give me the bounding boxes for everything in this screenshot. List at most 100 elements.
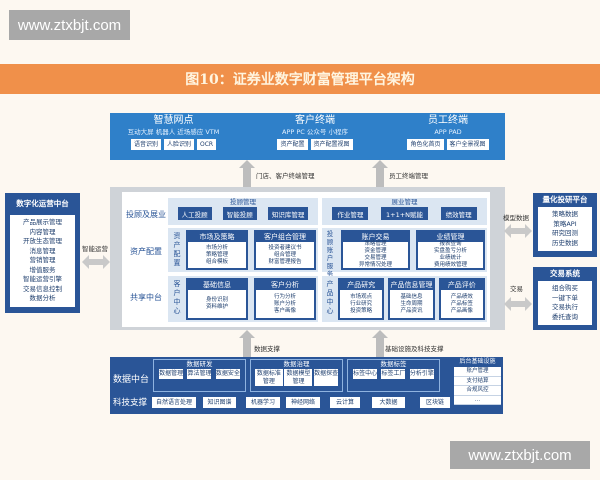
group-item: 数据模型管理 (284, 369, 313, 386)
advisor-management: 投顾管理 人工投顾智能投顾知识库管理 (168, 198, 318, 225)
module-body: 市场分析策略管理组合模板 (188, 242, 246, 268)
module-item: 组合管理 (273, 251, 296, 258)
terminal-feature-list: 角色化首页客户全景视图 (398, 139, 498, 150)
trade-item: 交易执行 (552, 303, 578, 311)
module-item: 业绩统计 (439, 255, 462, 261)
module-box: 基础信息身份识别资料维护 (186, 278, 248, 320)
tech-item: 大数据 (372, 397, 405, 408)
terminal-sub: 互动大屏 机器人 近场感应 VTM (127, 128, 220, 136)
advisor-item: 智能投顾 (222, 207, 257, 220)
module-item: 行为分析 (273, 293, 296, 300)
module-item: 身份识别 (205, 297, 228, 303)
arrow-label: 门店、客户终端管理 (256, 172, 315, 180)
module-item: 产品资讯 (400, 307, 423, 314)
panel-title: 数字化运营中台 (16, 199, 69, 208)
module-group: 市场及策略市场分析策略管理组合模板 客户组合管理投资者建议书组合管理财富管理报告 (186, 230, 316, 270)
tech-item: 知识图谱 (203, 397, 236, 408)
module-item: 费用绩效管理 (433, 262, 467, 268)
vertical-label: 资产配置 (173, 232, 181, 267)
backend-item-list: 账户管理支付结算合规风控... (454, 367, 501, 405)
quant-item: 策略API (553, 219, 577, 228)
double-arrow-icon (504, 297, 532, 311)
module-title: 产品评价 (447, 281, 476, 289)
asset-allocation-panel: 资产配置 市场及策略市场分析策略管理组合模板 客户组合管理投资者建议书组合管理财富… (168, 228, 318, 272)
terminal-employee: 员工终端 APP PAD 角色化首页客户全景视图 (398, 115, 498, 150)
row-label: 科技支撑 (113, 398, 148, 408)
module-box: 产品评价产品绩效产品标签产品画像 (438, 278, 485, 320)
group-item: 数据探查 (314, 369, 338, 386)
digital-ops-platform: 数字化运营中台 产品展示管理内容管理开放生态管理消息管理营销管理增值服务智能运营… (5, 193, 80, 313)
ops-item: 开放生态管理 (23, 237, 62, 245)
module-item: 实盘盈亏分析 (433, 248, 467, 254)
trading-system: 交易系统 组合购买一键下单交易执行委托查询 (533, 267, 597, 330)
module-body: 行为分析账户分析客户画像 (256, 290, 314, 318)
group-items: 数据管理算法管理数据安全 (154, 369, 245, 379)
module-title: 业绩管理 (436, 233, 465, 241)
module-box: 市场及策略市场分析策略管理组合模板 (186, 230, 248, 270)
module-title: 产品研究 (347, 281, 376, 289)
module-title: 基础信息 (203, 281, 231, 289)
row-label: 资产配置 (130, 247, 162, 256)
exhibit-item: 绩效管理 (440, 207, 477, 220)
group-title: 数据标签 (380, 360, 407, 368)
up-arrow-icon (372, 160, 388, 187)
row-label: 共享中台 (130, 293, 162, 302)
advisor-item: 知识库管理 (267, 207, 309, 220)
terminal-feature: 资产配置视图 (310, 139, 353, 150)
trade-item-list: 组合购买一键下单交易执行委托查询 (538, 281, 592, 325)
group-item: 标签工厂 (381, 369, 406, 379)
backend-item: 合规风控 (454, 386, 501, 396)
module-body: 投资者建议书组合管理财富管理报告 (256, 242, 314, 268)
module-body: 身份识别资料维护 (188, 290, 246, 318)
trade-item: 一键下单 (552, 293, 578, 302)
module-item: 客户画像 (273, 307, 296, 314)
module-box: 账户交易策略管理资金管理交易管理异常情况处理 (341, 230, 410, 270)
module-item: 产品画像 (450, 307, 473, 314)
group-title: 数据研发 (186, 360, 213, 368)
customer-center-panel: 客户中心 基础信息身份识别资料维护客户分析行为分析账户分析客户画像 (168, 276, 318, 322)
module-item: 基础信息 (400, 293, 423, 300)
module-box: 业绩管理报表查询实盘盈亏分析业绩统计费用绩效管理 (416, 230, 485, 270)
row-label: 数据中台 (113, 375, 150, 385)
up-arrow-icon (372, 330, 388, 357)
terminal-feature: 角色化首页 (407, 139, 444, 150)
module-body: 市场观点行业研究投资策略 (340, 290, 383, 318)
quant-item: 历史数据 (552, 238, 578, 247)
arrow-label: 基础设施及科技支撑 (385, 345, 444, 353)
backend-item: ... (454, 396, 501, 405)
module-title: 客户分析 (271, 281, 299, 289)
panel-title: 量化投研平台 (542, 195, 588, 204)
backend-title: 后台基础设施 (459, 358, 496, 365)
module-box: 客户分析行为分析账户分析客户画像 (254, 278, 316, 320)
module-body: 基础信息生命周期产品资讯 (390, 290, 433, 318)
group-item: 数据安全 (215, 369, 240, 379)
group-items: 数据标准管理数据模型管理数据探查 (251, 369, 342, 386)
module-group: 产品研究市场观点行业研究投资策略产品信息管理基础信息生命周期产品资讯产品评价产品… (338, 278, 485, 320)
tech-item: 云计算 (330, 397, 360, 408)
quant-item: 研究回测 (552, 229, 578, 237)
backend-item: 账户管理 (454, 367, 501, 377)
ops-item: 营销管理 (29, 256, 56, 264)
module-body: 报表查询实盘盈亏分析业绩统计费用绩效管理 (418, 241, 483, 268)
ops-item: 交易信息控制 (23, 284, 62, 293)
arrow-label: 模型数据 (503, 214, 529, 222)
tech-item: 神经网络 (286, 397, 320, 408)
ops-item: 增值服务 (29, 265, 56, 274)
ops-item: 智能运营引擎 (23, 275, 62, 283)
module-item: 策略管理 (205, 251, 228, 258)
module-item: 策略管理 (364, 241, 387, 247)
data-group: 数据标签标签中心标签工厂分析引擎 (347, 359, 440, 392)
terminal-title: 员工终端 (428, 115, 468, 126)
quant-item: 策略数据 (552, 210, 578, 218)
up-arrow-icon (239, 330, 255, 357)
group-item: 标签中心 (353, 369, 378, 379)
terminal-sub: APP PC 公众号 小程序 (282, 128, 348, 136)
trade-item: 组合购买 (552, 284, 578, 292)
module-title: 客户组合管理 (264, 233, 306, 241)
vertical-label: 产品中心 (326, 280, 334, 315)
product-center-panel: 产品中心 产品研究市场观点行业研究投资策略产品信息管理基础信息生命周期产品资讯产… (322, 276, 487, 322)
tech-item: 区块链 (420, 397, 450, 408)
